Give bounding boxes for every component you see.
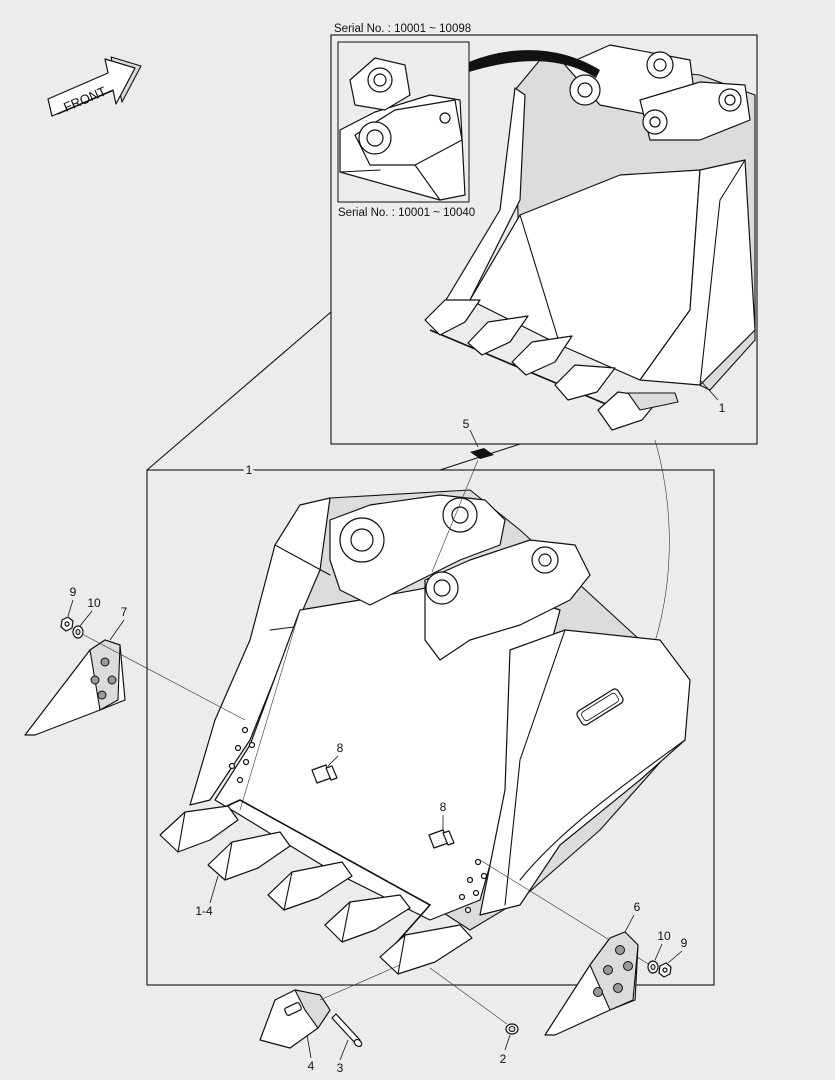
serial-number-inset: Serial No. : 10001 ~ 10040 (338, 207, 475, 219)
left-side-cutter-holes (228, 726, 256, 784)
part-9-right-nut (658, 962, 672, 978)
tooth-2 (207, 831, 291, 881)
top-bucket-drawing (424, 44, 756, 431)
callout-6: 6 (634, 900, 641, 914)
part-9-left-nut (60, 616, 74, 632)
callout-8-left: 8 (337, 741, 344, 755)
main-assembly-frame (146, 469, 715, 986)
part-4-tooth-point (259, 989, 331, 1049)
callout-4: 4 (308, 1059, 315, 1073)
part-8-left-bolt (311, 764, 338, 784)
callout-7: 7 (121, 605, 128, 619)
callout-3: 3 (337, 1061, 344, 1075)
part-5-decal (470, 448, 494, 459)
callout-2: 2 (500, 1052, 507, 1066)
callout-9-left: 9 (70, 585, 77, 599)
top-bucket-teeth (424, 299, 661, 431)
part-7-left-side-cutter (24, 639, 126, 736)
callout-1-4: 1-4 (195, 904, 213, 918)
callout-9-right: 9 (681, 936, 688, 950)
callout-1-main: 1 (246, 463, 253, 477)
part-2-retainer (505, 1023, 519, 1035)
callout-10-left: 10 (87, 596, 101, 610)
main-bucket-teeth (159, 805, 473, 975)
part-10-left-washer (72, 625, 84, 639)
callout-1-top: 1 (719, 401, 726, 415)
inset-pointer-arrow (469, 50, 600, 78)
callout-8-right: 8 (440, 800, 447, 814)
inset-detail (337, 41, 470, 203)
brand-plate (576, 688, 624, 726)
right-side-cutter-holes (458, 858, 488, 914)
serial-number-top: Serial No. : 10001 ~ 10098 (334, 23, 471, 35)
tooth-3 (267, 861, 353, 911)
front-direction-arrow: FRONT (47, 56, 142, 117)
part-6-right-side-cutter (544, 931, 639, 1036)
callout-10-right: 10 (657, 929, 671, 943)
part-8-right-bolt (428, 829, 455, 849)
part-10-right-washer (647, 960, 659, 974)
tooth-4 (324, 894, 411, 943)
tooth-5 (379, 924, 473, 975)
main-bucket (174, 489, 691, 951)
top-detail-panel: Serial No. : 10001 ~ 10098 (330, 23, 758, 445)
callout-5: 5 (463, 417, 470, 431)
tooth-1 (159, 805, 239, 853)
part-3-pin (331, 1013, 363, 1048)
